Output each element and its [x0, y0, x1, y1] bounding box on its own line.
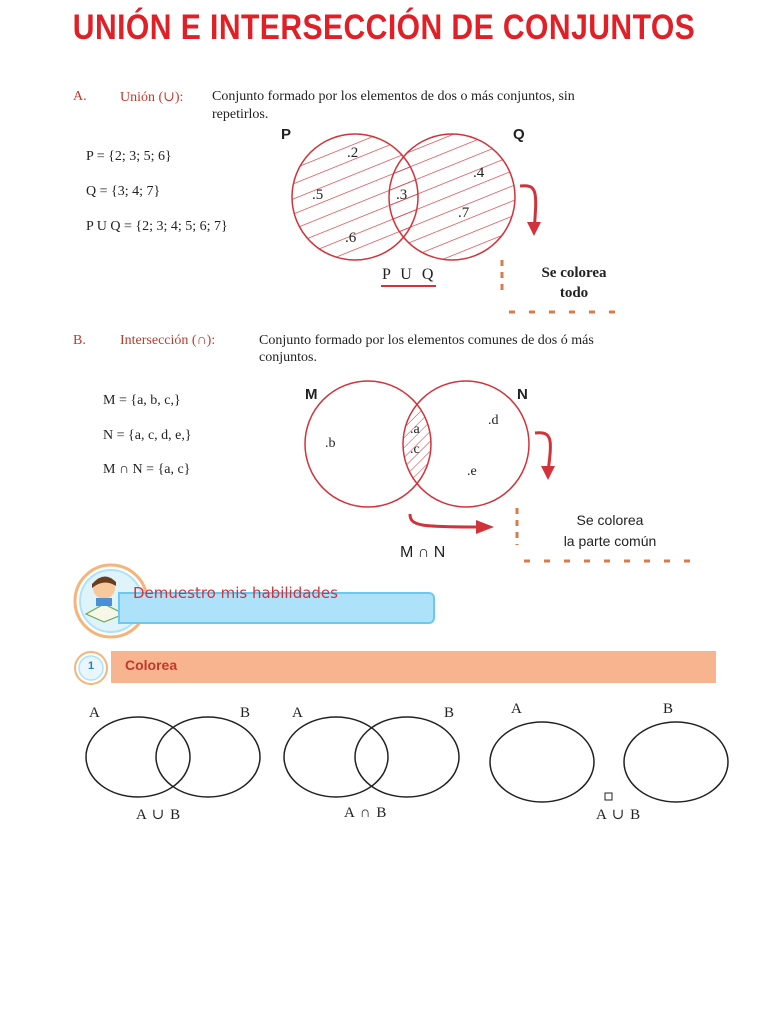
label-p: P: [281, 126, 292, 143]
set-m-inter-n: M ∩ N = {a, c}: [103, 462, 191, 477]
exercise-number-badge: [74, 651, 108, 685]
element-5: .5: [312, 187, 324, 203]
exercise-diagram-2: [283, 716, 460, 798]
element-b: .b: [325, 436, 336, 451]
intersection-venn-diagram: [304, 380, 696, 563]
label-m: M: [305, 386, 318, 403]
exercise-diagram-1: [85, 716, 261, 798]
ex3-caption: A ∪ B: [596, 807, 642, 823]
intersection-definition-line2: conjuntos.: [259, 350, 317, 365]
label-q: Q: [513, 126, 525, 143]
element-4: .4: [473, 165, 485, 181]
ex2-caption: A ∩ B: [344, 805, 388, 821]
union-caption: P U Q: [382, 266, 437, 283]
skills-banner-title: Demuestro mis habilidades: [133, 584, 338, 602]
element-e: .e: [467, 464, 477, 479]
intersection-right-arrow-icon: [408, 513, 481, 529]
element-2: .2: [347, 145, 359, 161]
ex2-label-a: A: [292, 705, 303, 721]
circle-m: [304, 380, 432, 508]
set-q: Q = {3; 4; 7}: [86, 184, 161, 199]
set-p-union-q: P U Q = {2; 3; 4; 5; 6; 7}: [86, 219, 228, 234]
element-a: .a: [410, 422, 420, 437]
element-d: .d: [488, 413, 499, 428]
ex3-label-b: B: [663, 701, 674, 717]
instruction-bar: [111, 651, 716, 683]
ex1-label-b: B: [240, 705, 251, 721]
ex1-label-a: A: [89, 705, 100, 721]
skills-banner: [118, 592, 435, 624]
intersection-definition-line1: Conjunto formado por los elementos comun…: [259, 333, 594, 348]
union-note-line2: todo: [559, 285, 589, 301]
set-m: M = {a, b, c,}: [103, 393, 181, 408]
union-definition-line2: repetirlos.: [212, 107, 269, 122]
intersection-caption: M ∩ N: [400, 544, 446, 561]
section-b-title: Intersección (∩):: [120, 333, 216, 348]
element-7: .7: [458, 205, 470, 221]
union-down-arrow-icon: [519, 184, 538, 233]
set-p: P = {2; 3; 5; 6}: [86, 149, 172, 164]
instruction-text: Colorea: [125, 657, 178, 673]
ex1-caption: A ∪ B: [136, 807, 182, 823]
union-venn-diagram: [291, 133, 628, 314]
small-square-icon: [604, 792, 613, 801]
union-note-line1: Se colorea: [541, 265, 607, 281]
ex2-label-b: B: [444, 705, 455, 721]
union-definition-line1: Conjunto formado por los elementos de do…: [212, 89, 575, 104]
exercise-number: 1: [87, 660, 95, 672]
element-3: .3: [396, 187, 408, 203]
intersection-down-arrow-icon: [534, 431, 552, 473]
intersection-note-line1: Se colorea: [576, 512, 644, 528]
circle-q: [388, 133, 516, 261]
set-n: N = {a, c, d, e,}: [103, 428, 192, 443]
page-title: UNIÓN E INTERSECCIÓN DE CONJUNTOS: [72, 8, 696, 47]
section-b-letter: B.: [73, 333, 86, 348]
section-a-letter: A.: [73, 89, 87, 104]
label-n: N: [517, 386, 528, 403]
intersection-note-line2: la parte común: [563, 533, 657, 549]
ex3-label-a: A: [511, 701, 522, 717]
circle-n: [402, 380, 530, 508]
element-6: .6: [345, 230, 357, 246]
exercise-diagram-3: [489, 721, 729, 803]
element-c: .c: [410, 442, 420, 457]
section-a-title: Unión (∪):: [120, 90, 184, 105]
